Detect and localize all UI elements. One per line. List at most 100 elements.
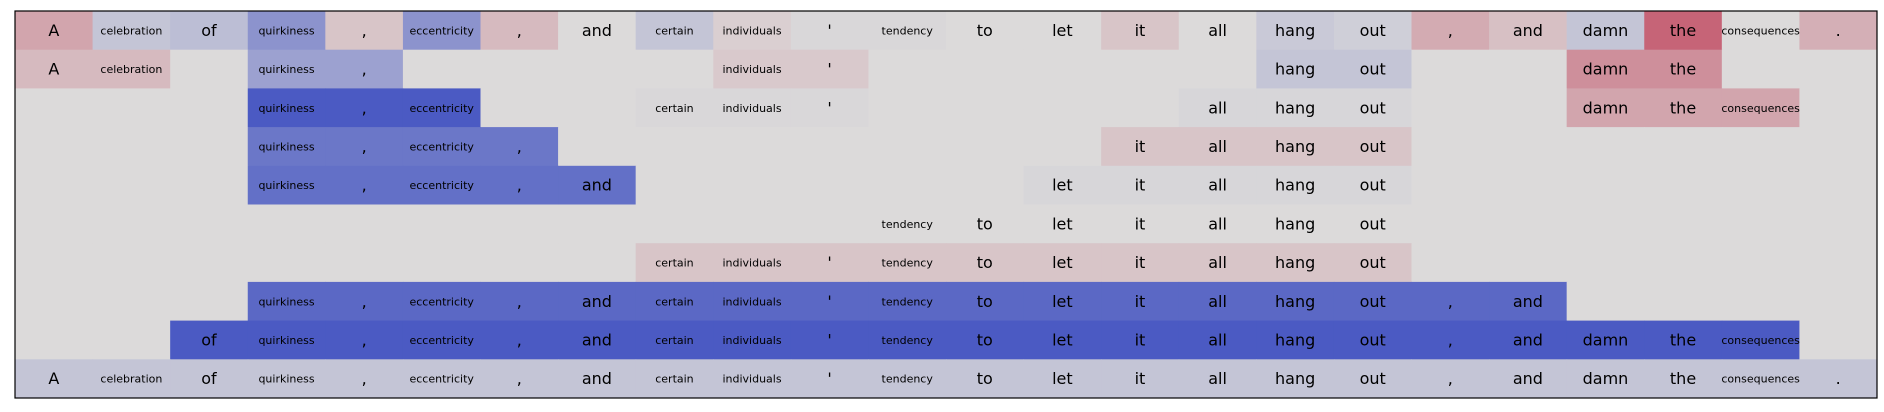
heatmap-cell	[713, 88, 792, 128]
heatmap-cell	[1566, 11, 1645, 51]
token-label: out	[1360, 176, 1386, 195]
token-label: hang	[1275, 369, 1315, 388]
heatmap-cell	[325, 11, 404, 51]
token-label: certain	[655, 257, 693, 270]
heatmap-cell	[1101, 165, 1180, 205]
heatmap-cell	[402, 165, 481, 205]
token-label: ,	[362, 292, 367, 311]
token-label: ,	[517, 137, 522, 156]
heatmap-cell	[1489, 281, 1568, 322]
heatmap-cell	[558, 11, 637, 51]
token-label: it	[1135, 176, 1146, 195]
token-label: all	[1208, 292, 1227, 311]
token-label: hang	[1275, 21, 1315, 40]
token-label: tendency	[882, 295, 934, 308]
heatmap-cell	[15, 165, 94, 205]
heatmap-cell	[635, 11, 714, 51]
token-label: ,	[362, 176, 367, 195]
heatmap-cell	[713, 204, 792, 244]
heatmap-cell	[1333, 127, 1412, 167]
heatmap-cell	[1101, 320, 1180, 360]
token-label: ,	[362, 330, 367, 349]
heatmap-cell	[558, 320, 637, 360]
token-label: it	[1135, 253, 1146, 272]
heatmap-cell	[868, 320, 947, 360]
token-label: ,	[1448, 292, 1453, 311]
heatmap-cell	[1256, 127, 1335, 167]
heatmap-cell	[1411, 320, 1490, 360]
token-label: eccentricity	[409, 295, 474, 308]
heatmap-cell	[402, 359, 481, 399]
heatmap-cell	[1799, 281, 1878, 322]
heatmap-cell	[480, 49, 559, 89]
heatmap-cell	[1566, 359, 1645, 399]
heatmap-cell	[1721, 243, 1800, 283]
token-label: individuals	[722, 24, 781, 37]
heatmap-cell	[713, 11, 792, 51]
heatmap-cell	[170, 88, 249, 128]
heatmap-cell	[15, 11, 94, 51]
heatmap-cell	[1023, 88, 1102, 128]
token-label: to	[977, 330, 993, 349]
heatmap-cell	[868, 204, 947, 244]
heatmap-cell	[790, 320, 869, 360]
heatmap-cell	[558, 281, 637, 322]
heatmap-cell	[1721, 281, 1800, 322]
heatmap-cell	[1178, 127, 1257, 167]
heatmap-cell	[713, 281, 792, 322]
heatmap-cell	[1023, 243, 1102, 283]
heatmap-cell	[635, 320, 714, 360]
heatmap-cell	[1566, 320, 1645, 360]
heatmap-cell	[480, 281, 559, 322]
heatmap-cell	[1566, 204, 1645, 244]
heatmap-cell	[635, 204, 714, 244]
token-label: tendency	[882, 218, 934, 231]
heatmap-cell	[15, 359, 94, 399]
token-label: and	[1513, 292, 1543, 311]
heatmap-cell	[946, 281, 1025, 322]
token-label: individuals	[722, 334, 781, 347]
heatmap-cells	[15, 11, 1878, 399]
token-label: and	[582, 369, 612, 388]
heatmap-cell	[92, 359, 171, 399]
token-label: damn	[1583, 98, 1629, 117]
heatmap-cell	[480, 11, 559, 51]
heatmap-cell	[946, 11, 1025, 51]
heatmap-cell	[480, 243, 559, 283]
token-label: let	[1052, 369, 1073, 388]
heatmap-cell	[1411, 88, 1490, 128]
heatmap-cell	[480, 320, 559, 360]
heatmap-cell	[635, 359, 714, 399]
heatmap-cell	[1333, 165, 1412, 205]
heatmap-cell	[1101, 11, 1180, 51]
token-label: quirkiness	[258, 179, 314, 192]
token-label: quirkiness	[258, 63, 314, 76]
token-label: and	[582, 292, 612, 311]
heatmap-cell	[1721, 359, 1800, 399]
token-label: celebration	[100, 373, 162, 386]
token-label: tendency	[882, 373, 934, 386]
heatmap-cell	[170, 320, 249, 360]
heatmap-cell	[1333, 359, 1412, 399]
token-label: consequences	[1721, 102, 1800, 115]
token-label: damn	[1583, 369, 1629, 388]
heatmap-cell	[1721, 11, 1800, 51]
token-label: eccentricity	[409, 334, 474, 347]
heatmap-cell	[1333, 49, 1412, 89]
token-label: all	[1208, 330, 1227, 349]
token-label: and	[582, 330, 612, 349]
token-label: it	[1135, 330, 1146, 349]
heatmap-cell	[325, 243, 404, 283]
heatmap-cell	[1256, 320, 1335, 360]
heatmap-cell	[1799, 49, 1878, 89]
token-label: out	[1360, 21, 1386, 40]
heatmap-cell	[15, 281, 94, 322]
token-label: of	[201, 21, 217, 40]
token-label: '	[827, 98, 831, 117]
token-label: and	[1513, 330, 1543, 349]
token-label: certain	[655, 334, 693, 347]
heatmap-cell	[1178, 49, 1257, 89]
token-label: eccentricity	[409, 140, 474, 153]
heatmap-cell	[868, 88, 947, 128]
